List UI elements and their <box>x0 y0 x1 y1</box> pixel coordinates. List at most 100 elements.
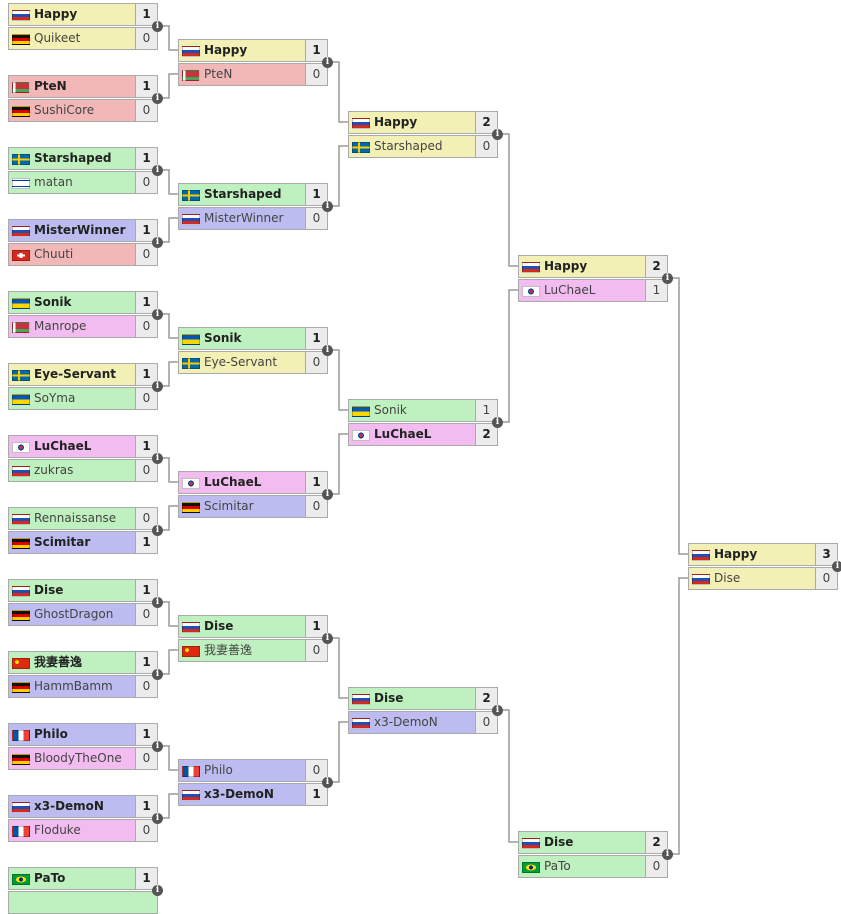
match-info-icon[interactable]: i <box>152 669 163 680</box>
player-name[interactable]: zukras <box>34 463 74 477</box>
player-name[interactable]: Happy <box>204 43 248 57</box>
match-info-icon[interactable]: i <box>152 237 163 248</box>
match-info-icon[interactable]: i <box>152 453 163 464</box>
player-name[interactable]: Sonik <box>34 295 72 309</box>
player-name[interactable]: MisterWinner <box>204 211 284 225</box>
match-info-icon[interactable]: i <box>152 381 163 392</box>
match-info-icon[interactable]: i <box>832 561 841 572</box>
player-name[interactable]: Floduke <box>34 823 81 837</box>
player-name[interactable]: BloodyTheOne <box>34 751 122 765</box>
match-info-icon[interactable]: i <box>322 57 333 68</box>
match-info-icon[interactable]: i <box>662 273 673 284</box>
match-info-icon[interactable]: i <box>152 309 163 320</box>
player-name[interactable]: Happy <box>34 7 78 21</box>
player-name[interactable]: Sonik <box>374 403 407 417</box>
match-info-icon[interactable]: i <box>662 849 673 860</box>
match-info-icon[interactable]: i <box>322 777 333 788</box>
player-name[interactable]: Eye-Servant <box>34 367 117 381</box>
player-name[interactable]: LuChaeL <box>34 439 92 453</box>
player-slot[interactable] <box>8 891 158 914</box>
player-name[interactable]: LuChaeL <box>544 283 596 297</box>
player-name[interactable]: Happy <box>544 259 588 273</box>
player-name[interactable]: Eye-Servant <box>204 355 278 369</box>
player-name[interactable]: Sonik <box>204 331 242 345</box>
player-name[interactable]: Dise <box>374 691 404 705</box>
player-name[interactable]: Scimitar <box>34 535 91 549</box>
player-name[interactable]: Happy <box>374 115 418 129</box>
match-info-icon[interactable]: i <box>322 201 333 212</box>
player-name[interactable]: x3-DemoN <box>204 787 274 801</box>
player-name[interactable]: 我妻善逸 <box>204 643 253 657</box>
player-name[interactable]: matan <box>34 175 73 189</box>
match-info-icon[interactable]: i <box>492 417 503 428</box>
player-name[interactable]: Happy <box>714 547 758 561</box>
player-name[interactable]: SoYma <box>34 391 76 405</box>
player-name[interactable]: Starshaped <box>204 187 282 201</box>
player-name[interactable]: PteN <box>34 79 67 93</box>
player-name[interactable]: SushiCore <box>34 103 95 117</box>
player-name[interactable]: HammBamm <box>34 679 113 693</box>
player-name[interactable]: PaTo <box>544 859 571 873</box>
player-name[interactable]: Starshaped <box>374 139 443 153</box>
player-name[interactable]: Philo <box>204 763 233 777</box>
player-name[interactable]: MisterWinner <box>34 223 126 237</box>
player-name[interactable]: Quikeet <box>34 31 81 45</box>
player-name[interactable]: Dise <box>34 583 64 597</box>
player-name[interactable]: Philo <box>34 727 68 741</box>
match-info-icon[interactable]: i <box>492 705 503 716</box>
match-info-icon[interactable]: i <box>152 93 163 104</box>
match-info-icon[interactable]: i <box>152 597 163 608</box>
match-info-icon[interactable]: i <box>322 345 333 356</box>
player-name[interactable]: PteN <box>204 67 233 81</box>
player-name[interactable]: GhostDragon <box>34 607 114 621</box>
player-name[interactable]: PaTo <box>34 871 66 885</box>
player-name[interactable]: x3-DemoN <box>34 799 104 813</box>
match-info-icon[interactable]: i <box>152 813 163 824</box>
player-name[interactable]: LuChaeL <box>204 475 262 489</box>
player-name[interactable]: Chuuti <box>34 247 74 261</box>
player-name[interactable]: 我妻善逸 <box>34 655 83 669</box>
player-name[interactable]: Dise <box>544 835 574 849</box>
match-info-icon[interactable]: i <box>152 165 163 176</box>
match-info-icon[interactable]: i <box>152 21 163 32</box>
player-name[interactable]: Dise <box>204 619 234 633</box>
